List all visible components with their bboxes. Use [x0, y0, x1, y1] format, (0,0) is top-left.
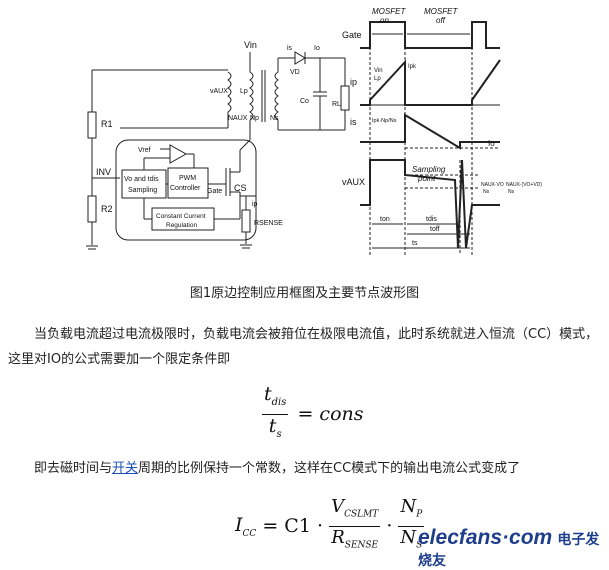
- fraction: tdis ts: [262, 383, 289, 446]
- ns-sub: S: [416, 540, 423, 551]
- label-r2: R2: [101, 204, 113, 214]
- label-ip-circuit: ip: [252, 201, 258, 208]
- paragraph-2-after: 周期的比例保持一个常数，这样在CC模式下的输出电流公式变成了: [138, 461, 521, 476]
- label-ns: Ns: [270, 115, 279, 122]
- figure-caption: 图1原边控制应用框图及主要节点波形图: [189, 286, 420, 301]
- paragraph-1: 当负载电流超过电流极限时，负载电流会被箝位在极限电流值，此时系统就进入恒流（CC…: [8, 327, 599, 367]
- label-io: Io: [314, 45, 320, 52]
- np-symbol: N: [400, 496, 417, 517]
- formula-icc: ICC = C1 · VCSLMT RSENSE · NP NS: [235, 496, 425, 556]
- label-naux: NAUX: [228, 115, 248, 122]
- v-sub: CSLMT: [344, 509, 379, 520]
- label-cs: CS: [234, 183, 247, 193]
- label-rsense: RSENSE: [254, 220, 283, 227]
- label-mosfet-off1: MOSFET: [424, 7, 458, 16]
- label-cc1: Constant Current: [156, 213, 206, 220]
- paragraph-2-before: 即去磁时间与: [34, 461, 113, 476]
- label-tdis: tdis: [426, 216, 437, 223]
- label-cc2: Regulation: [166, 222, 197, 229]
- label-mosfet-off2: off: [436, 16, 446, 25]
- switch-link[interactable]: 开关: [112, 461, 139, 476]
- formula-tdis-ratio: tdis ts = cons: [262, 383, 364, 446]
- formula-rhs: = cons: [297, 403, 364, 426]
- label-inv: INV: [96, 167, 111, 177]
- watermark-text: elecfans·com: [418, 526, 553, 549]
- label-sampling-point1: Sampling: [412, 165, 446, 174]
- label-gate-wave: Gate: [342, 30, 362, 40]
- r-sub: SENSE: [344, 540, 379, 551]
- denominator: t: [268, 414, 277, 437]
- label-vaux-wave: vAUX: [342, 177, 365, 187]
- label-ip-wave: ip: [350, 77, 357, 87]
- icc-dot: ·: [386, 515, 393, 538]
- fraction-np-ns: NP NS: [398, 496, 425, 556]
- label-pwm2: Controller: [170, 185, 201, 192]
- paragraph-2: 即去磁时间与开关周期的比例保持一个常数，这样在CC模式下的输出电流公式变成了: [8, 456, 606, 481]
- label-pwm1: PWM: [179, 175, 196, 182]
- label-vin: Vin: [244, 40, 257, 50]
- watermark-logo: elecfans·com 电子发烧友: [418, 526, 608, 569]
- v-symbol: V: [331, 496, 345, 517]
- r-symbol: R: [331, 526, 345, 548]
- label-toff: toff: [430, 226, 440, 233]
- fraction-v-r: VCSLMT RSENSE: [329, 496, 381, 556]
- denominator-sub: s: [276, 428, 282, 440]
- label-v2b: Ns: [508, 189, 515, 195]
- label-rl: RL: [332, 101, 341, 108]
- label-slope-lp: Lp: [374, 76, 381, 82]
- icc-symbol: I: [235, 513, 243, 536]
- label-ipk: Ipk: [408, 64, 417, 70]
- label-mosfet-on1: MOSFET: [372, 7, 406, 16]
- label-sampling2: Sampling: [128, 187, 157, 194]
- label-is-wave: is: [350, 117, 357, 127]
- np-sub: P: [416, 509, 423, 520]
- label-io-wave: Io: [488, 139, 495, 148]
- label-mosfet-on2: on: [380, 16, 389, 25]
- numerator: t: [264, 383, 272, 405]
- label-ipk-ratio: Ipk·Np/Ns: [372, 118, 397, 124]
- label-is: is: [287, 45, 293, 52]
- label-sampling-point2: point: [417, 174, 436, 183]
- label-r1: R1: [101, 119, 113, 129]
- label-ts: ts: [412, 240, 418, 247]
- label-lp: Lp: [240, 88, 248, 95]
- label-ton: ton: [380, 216, 390, 223]
- numerator-sub: dis: [271, 396, 287, 408]
- icc-sub: CC: [242, 528, 257, 539]
- label-vaux: vAUX: [210, 88, 228, 95]
- label-v1: NAUX·VO: [481, 182, 504, 188]
- icc-mid: = C1 ·: [262, 515, 324, 538]
- label-vd: VD: [290, 69, 300, 76]
- figure-svg: Vin R1 R2 INV Vref Vo and tdis Sampling …: [86, 7, 542, 255]
- label-np: Np: [250, 115, 259, 122]
- label-slope-vin: Vin: [374, 68, 383, 74]
- ns-symbol: N: [400, 526, 417, 548]
- label-v1b: Ns: [483, 189, 490, 195]
- label-co: Co: [300, 98, 309, 105]
- label-sampling1: Vo and tdis: [124, 176, 159, 183]
- figure-circuit-and-waveforms: Vin R1 R2 INV Vref Vo and tdis Sampling …: [0, 0, 609, 275]
- label-gate: Gate: [207, 188, 222, 195]
- label-v2: NAUX·(VO+VD): [506, 182, 542, 188]
- label-vref: Vref: [138, 147, 151, 154]
